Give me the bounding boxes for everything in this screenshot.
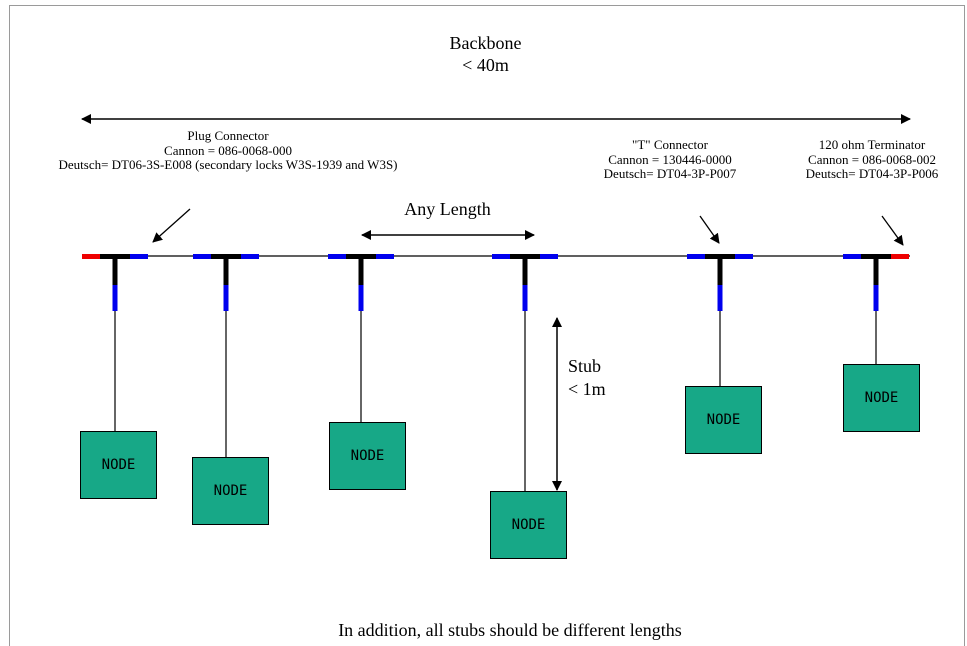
connector-4-leg-end [522, 285, 528, 311]
stub-label: Stub < 1m [568, 355, 606, 400]
connector-5-leg [717, 259, 723, 285]
connector-3-left-end [328, 254, 346, 259]
connector-6-left-end [843, 254, 861, 259]
connector-2-leg-end [223, 285, 229, 311]
connector-1-right-end [130, 254, 148, 259]
connector-2-body [211, 254, 241, 259]
connector-3-body [346, 254, 376, 259]
connector-3-leg [358, 259, 364, 285]
t-connector-pointer [699, 215, 720, 244]
node-6: NODE [843, 364, 920, 432]
t-connector-label: "T" Connector Cannon = 130446-0000 Deuts… [566, 137, 774, 182]
node-3: NODE [329, 422, 406, 490]
connector-5-left-end [687, 254, 705, 259]
backbone-title: Backbone [449, 33, 522, 53]
node-1: NODE [80, 431, 157, 499]
terminator-pointer [881, 215, 904, 246]
footer-note-text: In addition, all stubs should be differe… [338, 620, 682, 640]
node-1-label: NODE [101, 457, 136, 473]
connector-1-leg [112, 259, 118, 285]
connector-2-right-end [241, 254, 259, 259]
connector-5-leg-end [717, 285, 723, 311]
footer-note: In addition, all stubs should be differe… [200, 620, 820, 640]
plug-connector-cannon: Cannon = 086-0068-000 [164, 142, 292, 158]
connector-6-leg-end [873, 285, 879, 311]
connector-6-right-end [891, 254, 909, 259]
connector-3-leg-end [358, 285, 364, 311]
node-6-label: NODE [864, 390, 899, 406]
node-2: NODE [192, 457, 269, 525]
node-2-label: NODE [213, 483, 248, 499]
any-length-label: Any Length [375, 199, 520, 219]
connector-1-leg-end [112, 285, 118, 311]
node-5: NODE [685, 386, 762, 454]
node-3-label: NODE [350, 448, 385, 464]
connector-6-body [861, 254, 891, 259]
connector-4-right-end [540, 254, 558, 259]
connector-4-body [510, 254, 540, 259]
connector-4-leg [522, 259, 528, 285]
diagram-frame [9, 5, 965, 646]
t-connector-title: "T" Connector [632, 137, 708, 152]
connector-1-body [100, 254, 130, 259]
backbone-label: Backbone < 40m [398, 33, 573, 76]
plug-connector-label: Plug Connector Cannon = 086-0068-000 Deu… [15, 128, 441, 173]
plug-connector-pointer [152, 208, 191, 243]
connector-5-body [705, 254, 735, 259]
stub-constraint: < 1m [568, 378, 606, 399]
node-4: NODE [490, 491, 567, 559]
node-5-label: NODE [706, 412, 741, 428]
connector-3-right-end [376, 254, 394, 259]
plug-connector-title: Plug Connector [187, 128, 269, 143]
terminator-deutsch: Deutsch= DT04-3P-P006 [805, 166, 939, 182]
connector-2-leg [223, 259, 229, 285]
connector-group [82, 254, 909, 491]
terminator-cannon: Cannon = 086-0068-002 [808, 151, 936, 167]
connector-2-left-end [193, 254, 211, 259]
terminator-label: 120 ohm Terminator Cannon = 086-0068-002… [779, 137, 965, 182]
connector-5-right-end [735, 254, 753, 259]
plug-connector-deutsch: Deutsch= DT06-3S-E008 (secondary locks W… [58, 157, 398, 173]
stub-title: Stub [568, 356, 602, 376]
terminator-title: 120 ohm Terminator [818, 137, 926, 152]
backbone-constraint: < 40m [462, 54, 509, 75]
connector-4-left-end [492, 254, 510, 259]
connector-6-leg [873, 259, 879, 285]
t-connector-cannon: Cannon = 130446-0000 [608, 151, 732, 167]
t-connector-deutsch: Deutsch= DT04-3P-P007 [603, 166, 737, 182]
node-4-label: NODE [511, 517, 546, 533]
connector-1-left-end [82, 254, 100, 259]
any-length-text: Any Length [404, 199, 491, 219]
